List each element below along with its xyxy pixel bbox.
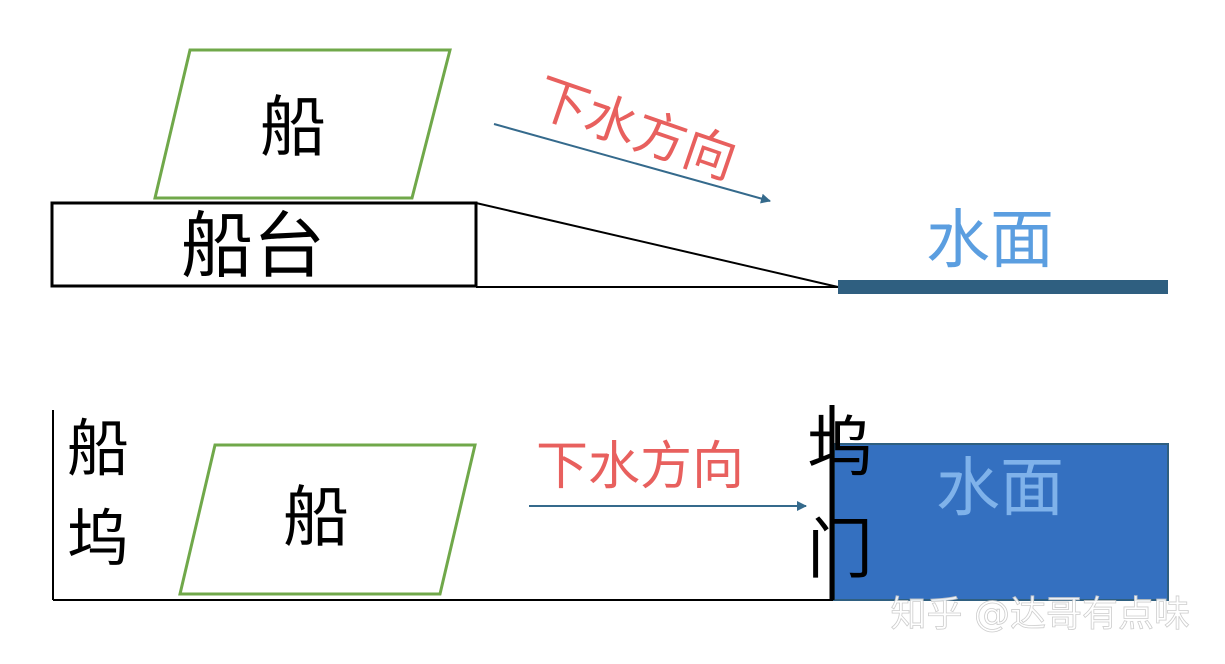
dock-gate-label-line1: 坞 bbox=[807, 409, 873, 486]
slipway-incline bbox=[475, 202, 839, 288]
dock-gate-label-line2: 门 bbox=[807, 511, 873, 588]
slipway-label: 船台 bbox=[181, 204, 325, 288]
ship-shape bbox=[153, 48, 452, 200]
ship-label: 船 bbox=[260, 89, 326, 166]
slipway-scene: 船 船台 下水方向 水面 bbox=[50, 48, 1168, 294]
water-surface-line bbox=[838, 280, 1168, 294]
watermark: 知乎 @达哥有点味 bbox=[891, 594, 1190, 635]
launch-direction-label: 下水方向 bbox=[528, 68, 744, 192]
dock-water-label: 水面 bbox=[936, 452, 1064, 526]
slipway-box bbox=[50, 201, 478, 288]
dock-water-box bbox=[833, 443, 1169, 601]
dock-ship-shape bbox=[178, 443, 477, 596]
launch-direction-arrow bbox=[493, 123, 771, 204]
dock-ship-label: 船 bbox=[283, 479, 349, 556]
dock-label-line1: 船 bbox=[67, 412, 129, 485]
drydock-scene: 船 坞 船 下水方向 水面 坞 门 bbox=[52, 405, 1169, 601]
dock-direction-label: 下水方向 bbox=[536, 437, 744, 497]
water-label: 水面 bbox=[926, 204, 1054, 278]
dock-label-line2: 坞 bbox=[67, 502, 129, 575]
